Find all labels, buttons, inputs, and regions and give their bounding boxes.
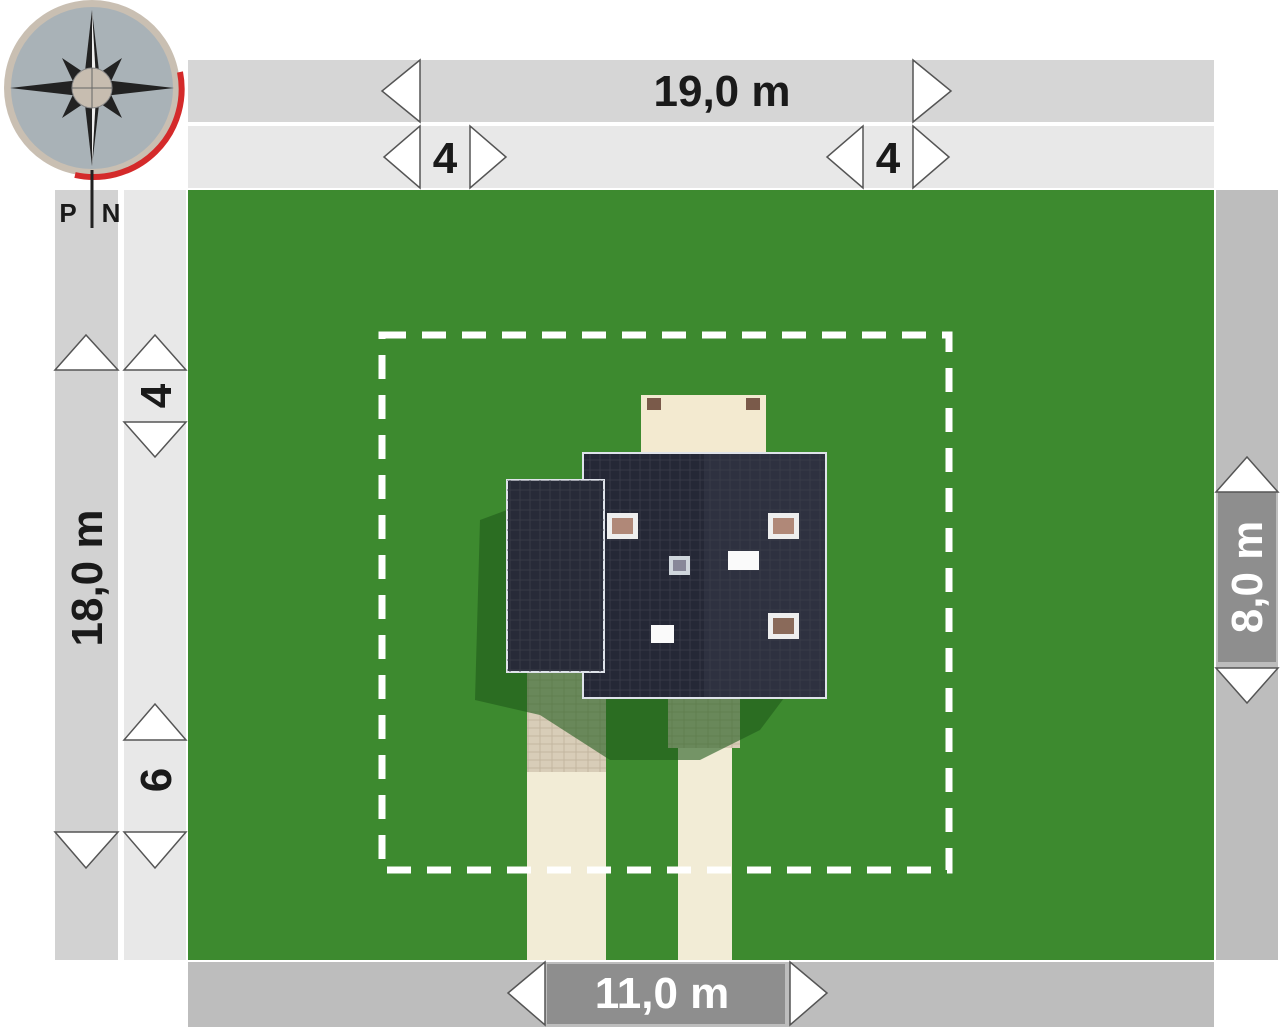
roof-wing-tiles: [507, 480, 604, 672]
arrow-down-icon: [53, 831, 120, 870]
arrow-down-icon: [122, 831, 188, 870]
arrow-right-icon: [789, 960, 829, 1027]
top-setback-bar: [188, 126, 1214, 188]
arrow-down-icon: [122, 421, 188, 459]
compass-icon: [4, 0, 185, 180]
arrow-left-icon: [382, 124, 421, 190]
arrow-left-icon: [506, 960, 546, 1027]
arrow-right-icon: [469, 124, 508, 190]
plot-width-label: 19,0 m: [654, 67, 791, 116]
compass-label-p: P: [59, 198, 76, 228]
skylights: [607, 513, 799, 643]
plot-depth-label: 18,0 m: [63, 510, 112, 647]
house-width-box: [547, 964, 785, 1024]
setback-left-label: 4: [433, 134, 458, 183]
terrace-post: [647, 398, 661, 410]
arrow-up-icon: [122, 333, 188, 371]
terrace: [641, 395, 766, 453]
house-depth-label: 8,0 m: [1223, 521, 1272, 634]
terrace-post: [746, 398, 760, 410]
setback-bottom-label: 6: [132, 768, 181, 792]
arrow-right-icon: [912, 58, 953, 124]
arrow-left-icon: [380, 58, 421, 124]
setback-top-label: 4: [132, 383, 181, 408]
arrow-up-icon: [53, 333, 120, 371]
setback-right-label: 4: [876, 134, 901, 183]
house-depth-box: [1218, 492, 1276, 662]
house-width-label: 11,0 m: [595, 969, 730, 1018]
compass-label-bg: [55, 190, 118, 230]
arrow-right-icon: [912, 124, 951, 190]
roof-main-tiles: [582, 452, 827, 699]
arrow-left-icon: [825, 124, 864, 190]
compass-label-n: N: [102, 198, 121, 228]
arrow-up-icon: [1214, 455, 1280, 493]
arrow-down-icon: [1214, 667, 1280, 705]
building-line: [378, 331, 953, 874]
arrow-up-icon: [122, 702, 188, 741]
top-dimension-bar: [188, 60, 1214, 122]
